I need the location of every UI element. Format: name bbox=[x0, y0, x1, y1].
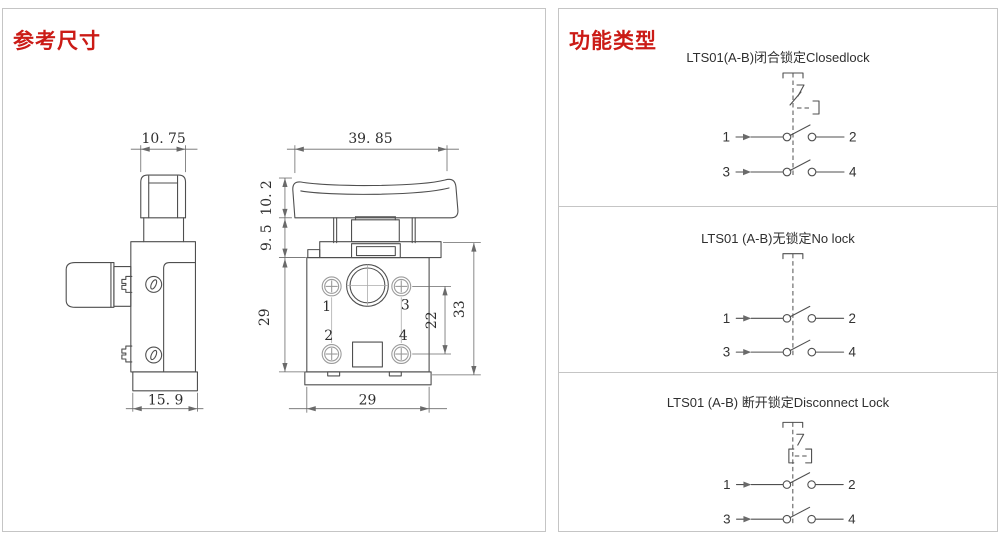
terminal-1: 1 bbox=[722, 130, 730, 145]
side-view-top-dimension: 10. 75 bbox=[130, 131, 198, 173]
screw-2 bbox=[321, 344, 342, 365]
terminal-4: 4 bbox=[849, 165, 857, 180]
dim-side-top: 10. 75 bbox=[142, 131, 186, 147]
front-stem bbox=[333, 216, 416, 244]
terminal-3: 3 bbox=[723, 345, 730, 360]
terminal-2: 2 bbox=[848, 477, 855, 492]
terminal-1: 1 bbox=[723, 477, 730, 492]
front-view-right-dimensions: 22 33 bbox=[412, 242, 481, 376]
dim-front-left-body: 29 bbox=[257, 308, 273, 326]
switch-pole-1: 1 2 bbox=[723, 472, 856, 492]
screw-3 bbox=[391, 276, 412, 297]
terminal-label-4: 4 bbox=[399, 328, 408, 344]
terminal-4: 4 bbox=[848, 512, 856, 527]
front-screw-terminals: 1 3 2 4 bbox=[321, 276, 412, 365]
disconnect-lock-symbol bbox=[788, 433, 813, 464]
actuator-symbol bbox=[782, 253, 804, 359]
terminal-3: 3 bbox=[722, 165, 730, 180]
front-view: 39. 85 bbox=[257, 131, 481, 413]
terminal-label-3: 3 bbox=[401, 297, 410, 313]
front-view-top-dimension: 39. 85 bbox=[286, 131, 459, 174]
screw-1 bbox=[321, 276, 342, 297]
section-title: LTS01 (A-B)无锁定No lock bbox=[701, 231, 855, 246]
terminal-1: 1 bbox=[723, 311, 730, 326]
switch-pole-2: 3 4 bbox=[723, 339, 857, 360]
terminal-4: 4 bbox=[849, 345, 857, 360]
switch-pole-2: 3 4 bbox=[722, 159, 857, 180]
front-body bbox=[304, 257, 432, 386]
circuit-diagram-disconnect-lock: 1 2 3 4 bbox=[723, 421, 856, 527]
actuator-symbol bbox=[782, 421, 804, 526]
dim-side-bottom: 15. 9 bbox=[148, 393, 183, 409]
dim-front-top: 39. 85 bbox=[348, 131, 392, 147]
function-section-no-lock: LTS01 (A-B)无锁定No lock 1 2 3 bbox=[559, 206, 997, 372]
side-view-bottom-dimension: 15. 9 bbox=[125, 393, 204, 412]
screw-4 bbox=[391, 344, 412, 365]
side-lock-knob bbox=[65, 261, 132, 308]
left-panel-title: 参考尺寸 bbox=[13, 30, 101, 53]
function-section-disconnect-lock: LTS01 (A-B) 断开锁定Disconnect Lock 1 bbox=[559, 372, 997, 533]
actuator-symbol bbox=[782, 72, 804, 178]
terminal-2: 2 bbox=[849, 311, 856, 326]
dim-front-overall-height: 33 bbox=[452, 300, 468, 318]
switch-pole-1: 1 2 bbox=[722, 124, 857, 145]
circuit-diagram-no-lock: 1 2 3 4 bbox=[723, 253, 857, 360]
section-title: LTS01 (A-B) 断开锁定Disconnect Lock bbox=[666, 395, 890, 410]
switch-pole-1: 1 2 bbox=[723, 305, 856, 326]
circuit-diagram-closed-lock: 1 2 3 4 bbox=[722, 72, 857, 180]
closed-lock-symbol bbox=[789, 84, 820, 115]
terminal-2: 2 bbox=[849, 130, 857, 145]
reference-dimensions-panel: 参考尺寸 10. 75 bbox=[2, 8, 546, 532]
function-types-panel: 功能类型 LTS01(A-B)闭合锁定Closedlock 1 bbox=[558, 8, 998, 532]
side-trigger-button bbox=[140, 174, 187, 243]
side-mounting-clips bbox=[121, 275, 133, 363]
front-view-left-dimensions: 10. 2 9. 5 29 bbox=[257, 177, 306, 373]
side-screw-terminals bbox=[145, 275, 163, 364]
dimension-drawing: 10. 75 bbox=[65, 131, 481, 413]
side-view: 10. 75 bbox=[65, 131, 204, 412]
front-view-bottom-dimension: 29 bbox=[288, 386, 448, 413]
switch-pole-2: 3 4 bbox=[723, 506, 856, 527]
dim-front-bottom: 29 bbox=[359, 393, 377, 409]
dim-front-left-neck: 9. 5 bbox=[259, 224, 275, 251]
terminal-label-1: 1 bbox=[322, 299, 331, 315]
front-paddle bbox=[292, 178, 459, 219]
front-upper-housing bbox=[307, 241, 442, 259]
function-section-closed-lock: LTS01(A-B)闭合锁定Closedlock 1 bbox=[559, 9, 997, 206]
right-panel-title: 功能类型 bbox=[569, 30, 657, 53]
terminal-3: 3 bbox=[723, 512, 730, 527]
side-body bbox=[130, 241, 198, 392]
section-title: LTS01(A-B)闭合锁定Closedlock bbox=[686, 50, 870, 65]
dim-front-screw-span: 22 bbox=[424, 311, 440, 329]
terminal-label-2: 2 bbox=[324, 328, 333, 344]
dim-front-left-trigger: 10. 2 bbox=[259, 180, 275, 215]
